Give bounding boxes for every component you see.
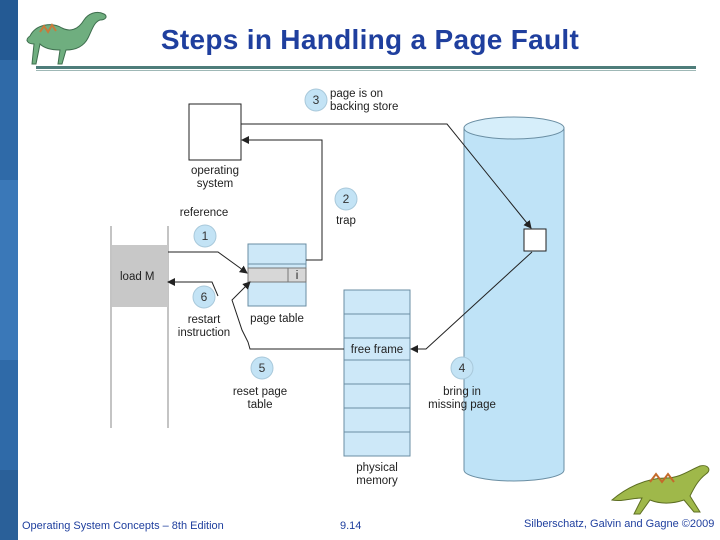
step-2-number: 2: [343, 192, 350, 206]
step-3-number: 3: [313, 93, 320, 107]
dinosaur-logo-icon: [26, 11, 107, 65]
os-label-line1: operating: [191, 165, 239, 177]
restart-instruction-arrow: [167, 278, 219, 297]
free-frame-label: free frame: [351, 344, 403, 356]
operating-system-box: [188, 103, 242, 161]
dinosaur-corner-icon: [610, 465, 710, 515]
left-sidebar-bar: [0, 0, 18, 540]
reset-label-line2: table: [248, 399, 273, 411]
reset-page-table-arrow: [231, 281, 344, 350]
load-instruction-box: [112, 245, 168, 307]
step-1-circle: [193, 224, 217, 248]
backing-store-disk: [463, 116, 565, 482]
step-circles: [192, 88, 474, 380]
step-1-number: 1: [202, 229, 209, 243]
bring-label-line1: bring in: [443, 386, 481, 398]
reference-label: reference: [180, 207, 229, 219]
locate-page-arrow: [241, 123, 532, 229]
step-2-circle: [334, 187, 358, 211]
reset-label-line1: reset page: [233, 386, 287, 398]
restart-label-line2: instruction: [178, 327, 230, 339]
bring-in-page-arrow: [410, 251, 533, 353]
trap-arrow: [241, 136, 323, 261]
backing-store-label-line2: backing store: [330, 101, 398, 113]
missing-page-block: [523, 228, 547, 252]
title-divider-thin: [36, 70, 696, 71]
physical-memory: [343, 289, 411, 457]
step-5-number: 5: [259, 361, 266, 375]
step-4-circle: [450, 356, 474, 380]
footer-page-number: 9.14: [340, 520, 362, 532]
step-3-circle: [304, 88, 328, 112]
footer-authors: Silberschatz, Galvin and Gagne ©2009: [524, 518, 715, 530]
footer-book-title: Operating System Concepts – 8th Edition: [22, 520, 224, 532]
bring-label-line2: missing page: [428, 399, 496, 411]
title-divider: [36, 66, 696, 69]
slide-title: Steps in Handling a Page Fault: [160, 24, 580, 55]
page-table-label: page table: [250, 313, 304, 325]
step-6-number: 6: [201, 290, 208, 304]
physical-memory-label-line1: physical: [356, 462, 398, 474]
load-instruction-label: load M: [120, 271, 155, 283]
backing-store-label-line1: page is on: [330, 88, 383, 100]
reference-arrow: [168, 251, 248, 274]
physical-memory-label-line2: memory: [356, 475, 398, 487]
step-6-circle: [192, 285, 216, 309]
step-5-circle: [250, 356, 274, 380]
trap-label: trap: [336, 215, 356, 227]
restart-label-line1: restart: [188, 314, 221, 326]
page-table-invalid-flag: i: [296, 270, 299, 282]
page-table: [247, 243, 307, 307]
step-4-number: 4: [459, 361, 466, 375]
os-label-line2: system: [197, 178, 233, 190]
